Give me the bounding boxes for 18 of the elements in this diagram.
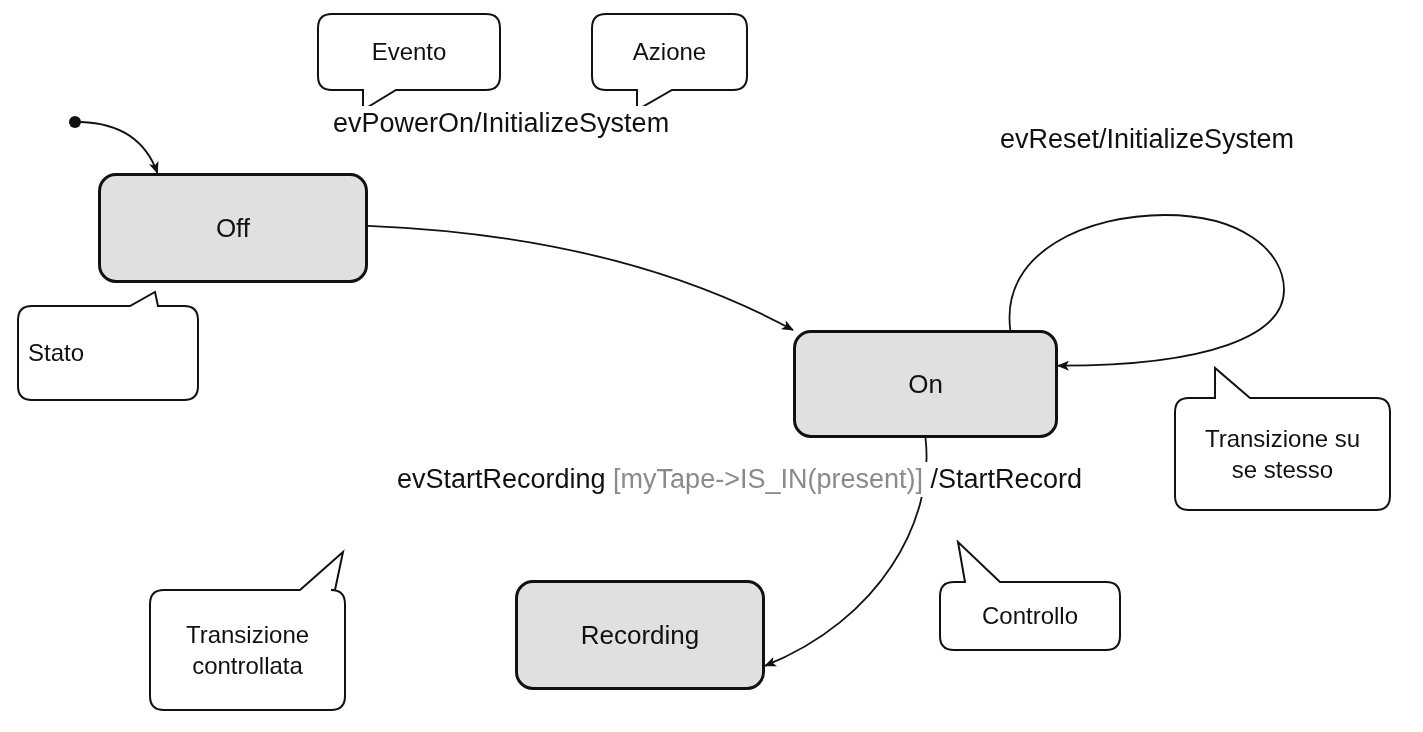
state-name: On — [908, 368, 943, 400]
bubble-text: Azione — [632, 37, 707, 68]
initial-state-dot — [69, 116, 81, 128]
transition-label: evStartRecording [myTape->IS_IN(present)] /StartRecord — [397, 462, 1083, 498]
transition-arrow — [80, 121, 159, 174]
bubble-text: Stato — [28, 338, 85, 369]
state-box — [515, 580, 765, 690]
transition-arrow — [367, 224, 794, 331]
state-name: Recording — [580, 619, 700, 651]
bubble-text: Evento — [371, 37, 447, 68]
self-loop-arrow — [1008, 214, 1285, 371]
bubble-text: Transizione controllata — [184, 619, 311, 681]
bubble-text: Transizione su se stesso — [1203, 423, 1362, 485]
state-name: Off — [215, 212, 251, 244]
transition-arrow — [764, 437, 928, 667]
state-box — [98, 173, 368, 283]
bubble-text: Controllo — [981, 601, 1078, 632]
state-box — [793, 330, 1058, 438]
